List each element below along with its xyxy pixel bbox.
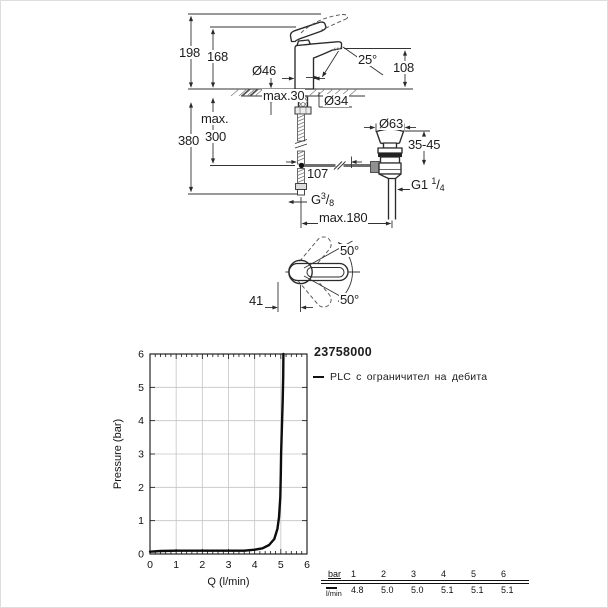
flow-rate-table: bar 1 2 3 4 5 6 l/min 4.8 5.0 5.0 5.1 5.… (321, 569, 536, 597)
flow-value: 5.1 (501, 585, 514, 595)
product-number: 23758000 (314, 345, 373, 359)
svg-text:6: 6 (138, 349, 144, 361)
svg-text:0: 0 (147, 559, 153, 571)
flow-table-values-row: l/min 4.8 5.0 5.0 5.1 5.1 5.1 (321, 585, 536, 597)
dim-label-hole-diameter: Ø34 (323, 93, 349, 108)
chart-legend: PLC с ограничител на дебита (313, 371, 487, 383)
svg-text:3: 3 (138, 449, 144, 461)
svg-text:5: 5 (278, 559, 284, 571)
dim-label-stream-angle: 25° (357, 52, 379, 67)
svg-text:3: 3 (226, 559, 232, 571)
pressure-value: 1 (351, 569, 357, 579)
table-rule (321, 580, 529, 584)
dim-label-total-height: 198 (178, 45, 202, 60)
svg-text:5: 5 (138, 382, 144, 394)
dim-label-under-deck-380: 380 (177, 133, 201, 148)
dim-label-spout-top: 168 (206, 49, 230, 64)
dim-label-rod-offset: 107 (306, 166, 330, 181)
pressure-value: 5 (471, 569, 477, 579)
dim-label-center-offset: 41 (248, 293, 265, 308)
flow-value: 5.0 (411, 585, 424, 595)
flow-value: 5.1 (441, 585, 454, 595)
dim-label-deck-thickness: max.30 (262, 88, 306, 103)
dim-label-max-word: max. (200, 111, 230, 126)
dim-label-rod-length: max.180 (318, 210, 369, 225)
dim-label-mount-range: 35-45 (407, 137, 442, 152)
technical-drawing (188, 13, 444, 312)
curve-marker (326, 587, 337, 589)
svg-text:1: 1 (173, 559, 179, 571)
pressure-value: 4 (441, 569, 447, 579)
dim-label-base-diameter: Ø46 (251, 63, 277, 78)
svg-text:4: 4 (252, 559, 258, 571)
dim-label-swing-lower: 50° (339, 292, 361, 307)
dim-label-hose-thread: G3/8 (310, 190, 335, 210)
svg-text:4: 4 (138, 415, 144, 427)
svg-text:6: 6 (304, 559, 310, 571)
legend-line-marker (313, 375, 324, 379)
pressure-value: 6 (501, 569, 507, 579)
dim-label-waste-thread: G1 1/4 (410, 175, 446, 195)
svg-text:2: 2 (138, 482, 144, 494)
flow-value: 5.0 (381, 585, 394, 595)
dim-label-spout-height: 108 (392, 60, 416, 75)
svg-text:Q (l/min): Q (l/min) (207, 576, 249, 588)
flow-table-row-label: l/min (321, 585, 351, 597)
flow-table-header-row: bar 1 2 3 4 5 6 (321, 569, 536, 579)
unit-label: l/min (326, 589, 342, 598)
pop-up-waste-assembly (364, 123, 444, 220)
dim-label-waste-diameter: Ø63 (378, 116, 404, 131)
svg-text:0: 0 (138, 549, 144, 561)
dim-label-under-deck-300: 300 (204, 129, 228, 144)
flow-value: 4.8 (351, 585, 364, 595)
pressure-flow-chart: 0 1 2 3 4 5 6 0 1 2 3 4 5 6 Q (l/min) Pressure (bar) (112, 349, 310, 589)
legend-label: PLC с ограничител на дебита (330, 371, 488, 383)
dim-label-swing-upper: 50° (339, 243, 361, 258)
front-view (188, 13, 413, 228)
pressure-value: 2 (381, 569, 387, 579)
pressure-value: 3 (411, 569, 417, 579)
svg-text:Pressure (bar): Pressure (bar) (112, 419, 124, 489)
svg-text:1: 1 (138, 515, 144, 527)
svg-text:2: 2 (199, 559, 205, 571)
flow-table-header-bar: bar (328, 569, 342, 579)
flow-value: 5.1 (471, 585, 484, 595)
